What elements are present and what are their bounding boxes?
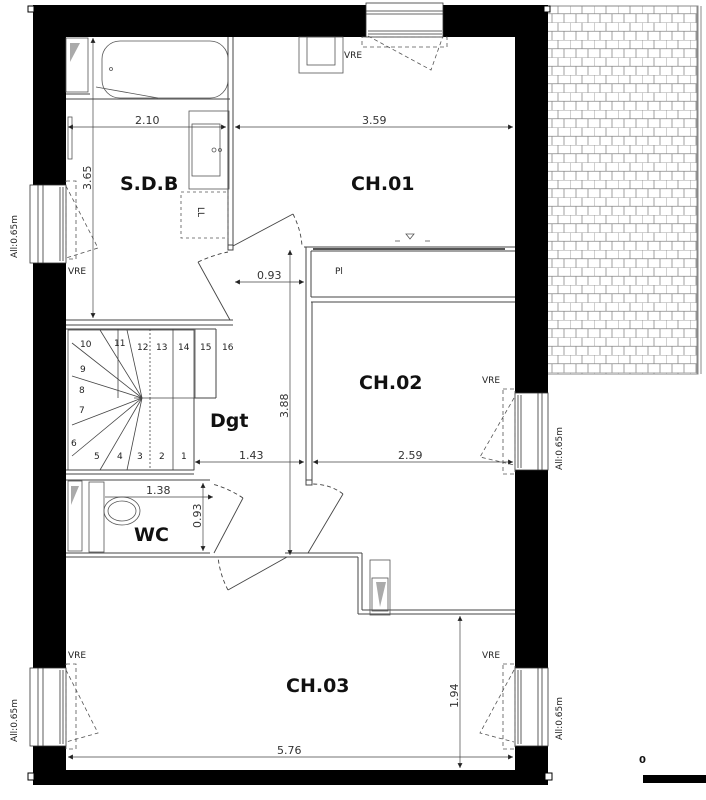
bathtub: [101, 40, 229, 99]
svg-text:12: 12: [137, 343, 148, 353]
toilet-cistern: [88, 481, 105, 553]
svg-text:14: 14: [178, 343, 190, 353]
windows: [29, 2, 549, 747]
window-labels: VRE VRE VRE VRE VRE All:0.65m All:0.65m …: [10, 51, 565, 742]
svg-text:2: 2: [159, 452, 165, 462]
svg-text:1.38: 1.38: [146, 484, 171, 497]
svg-text:4: 4: [117, 452, 123, 462]
room-ch02: CH.02: [359, 372, 423, 394]
svg-text:3.88: 3.88: [278, 394, 291, 419]
svg-text:3: 3: [137, 452, 143, 462]
window-swings: [65, 35, 516, 750]
closet-label: Pl: [335, 267, 343, 277]
svg-text:11: 11: [114, 339, 125, 349]
svg-text:0.93: 0.93: [257, 269, 282, 282]
dimension-labels: 2.10 3.59 3.65 0.93 3.88 1.43 2.59 1.38 …: [81, 114, 461, 757]
svg-text:3.65: 3.65: [81, 166, 94, 191]
svg-text:All:0.65m: All:0.65m: [555, 697, 565, 740]
svg-text:0.93: 0.93: [191, 504, 204, 529]
svg-text:13: 13: [156, 343, 167, 353]
stair-step-numbers: 1 2 3 4 5 6 7 8 9 10 11 12 13 14 15 16: [71, 339, 234, 462]
svg-text:3.59: 3.59: [362, 114, 387, 127]
svg-text:16: 16: [222, 343, 234, 353]
room-dgt: Dgt: [210, 410, 248, 432]
room-ch01: CH.01: [351, 173, 415, 195]
staircase: [67, 329, 196, 471]
svg-text:8: 8: [79, 386, 85, 396]
svg-text:1: 1: [181, 452, 187, 462]
svg-text:5.76: 5.76: [277, 744, 302, 757]
svg-text:10: 10: [80, 340, 92, 350]
svg-text:15: 15: [200, 343, 211, 353]
svg-text:0: 0: [639, 755, 646, 766]
washing-machine-spot: [180, 191, 229, 239]
svg-text:All:0.65m: All:0.65m: [10, 215, 20, 258]
svg-text:7: 7: [79, 406, 85, 416]
svg-text:VRE: VRE: [68, 651, 86, 661]
svg-text:VRE: VRE: [482, 651, 500, 661]
svg-text:2.59: 2.59: [398, 449, 423, 462]
dimension-lines: [68, 38, 513, 768]
fixtures: [65, 36, 505, 616]
svg-text:2.10: 2.10: [135, 114, 160, 127]
scale-bar: 0: [639, 755, 706, 783]
svg-text:All:0.65m: All:0.65m: [10, 699, 20, 742]
room-sdb: S.D.B: [120, 173, 178, 195]
svg-text:9: 9: [80, 365, 86, 375]
room-wc: WC: [134, 524, 169, 546]
terrace: [545, 5, 702, 375]
svg-text:1.43: 1.43: [239, 449, 264, 462]
svg-text:6: 6: [71, 439, 77, 449]
room-labels: S.D.B CH.01 CH.02 CH.03 Dgt WC Pl LL: [120, 173, 423, 697]
svg-text:VRE: VRE: [482, 376, 500, 386]
sink: [188, 110, 230, 190]
svg-text:5: 5: [94, 452, 100, 462]
svg-text:All:0.65m: All:0.65m: [555, 427, 565, 470]
svg-text:VRE: VRE: [68, 267, 86, 277]
svg-text:VRE: VRE: [344, 51, 362, 61]
svg-text:1.94: 1.94: [448, 684, 461, 709]
doors: [197, 213, 344, 591]
room-ch03: CH.03: [286, 675, 350, 697]
laundry-label: LL: [195, 207, 205, 217]
